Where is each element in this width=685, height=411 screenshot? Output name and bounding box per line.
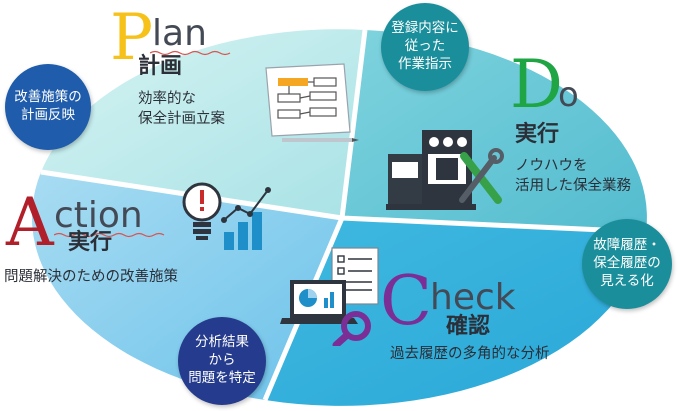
plan-rest: lan <box>152 13 207 54</box>
laptop-analysis-icon <box>280 247 379 346</box>
do-desc-line: 活用した保全業務 <box>515 177 631 194</box>
plan-initial: P <box>110 1 154 75</box>
do-description: ノウハウを 活用した保全業務 <box>515 157 631 196</box>
bubble-plan-reflection: 改善施策の 計画反映 <box>5 64 91 150</box>
document-flowchart-icon <box>265 63 359 142</box>
check-rest: heck <box>430 277 516 318</box>
check-description: 過去履歴の多角的な分析 <box>390 345 550 365</box>
do-desc-line: ノウハウを <box>515 158 588 174</box>
bubble-problem-identification: 分析結果 から 問題を特定 <box>178 317 266 405</box>
machine-repair-icon <box>386 130 504 210</box>
action-desc-line: 問題解決のための改善施策 <box>4 269 178 285</box>
segment-action <box>31 172 343 400</box>
plan-underline <box>150 50 231 56</box>
bubble-work-instruction: 登録内容に 従った 作業指示 <box>381 3 469 91</box>
action-description: 問題解決のための改善施策 <box>4 268 178 288</box>
bubble-history-visualization: 故障履歴・ 保全履歴の 見える化 <box>582 219 672 309</box>
do-label: 実行 <box>515 122 560 147</box>
plan-desc-line: 効率的な <box>138 91 196 107</box>
check-label: 確認 <box>446 314 491 339</box>
do-initial: D <box>510 46 563 123</box>
plan-desc-line: 保全計画立案 <box>138 110 225 127</box>
action-initial: A <box>6 184 54 261</box>
plan-description: 効率的な 保全計画立案 <box>138 90 225 129</box>
plan-label: 計画 <box>138 54 183 79</box>
do-rest: o <box>558 75 579 115</box>
action-underline <box>54 232 165 238</box>
action-label: 実行 <box>68 230 113 255</box>
action-rest: ction <box>54 195 143 236</box>
check-desc-line: 過去履歴の多角的な分析 <box>390 346 550 362</box>
check-initial: C <box>380 262 433 341</box>
lightbulb-chart-icon <box>182 182 271 250</box>
